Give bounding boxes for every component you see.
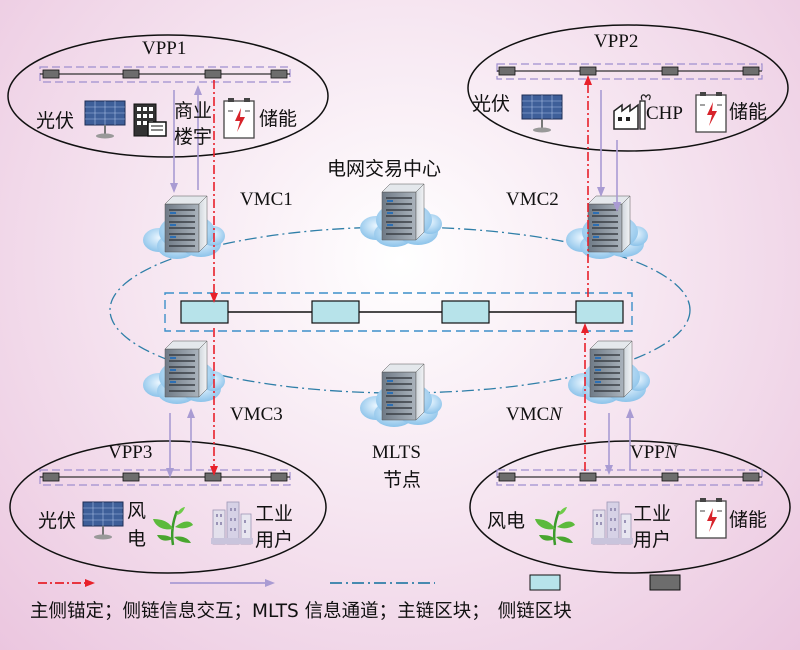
vpp2-pv-label: 光伏	[472, 93, 510, 115]
vpp1-boundary	[7, 34, 329, 158]
vppn-storage-label: 储能	[729, 509, 767, 531]
legend-side-chain-text: 侧链信息交互；	[123, 601, 253, 622]
vpp3-wind-label-2: 电	[127, 528, 146, 550]
vmcn-label: VMCN	[506, 404, 563, 425]
legend-anchor-text: 主侧锚定；	[30, 601, 123, 622]
mlts-node-label: 节点	[383, 469, 421, 491]
trading-center-server-icon	[359, 183, 443, 248]
vpp1-building-icon	[133, 103, 167, 137]
vpp1-commercial-label-1: 商业	[174, 100, 212, 122]
mlts-label: MLTS	[372, 442, 421, 463]
legend-mlts-text: MLTS 信息通道；	[252, 601, 397, 622]
vpp2-solar-icon	[521, 94, 563, 134]
legend-side-block-symbol	[649, 574, 681, 591]
trading-center-title: 电网交易中心	[327, 158, 441, 180]
vpp1-battery-icon	[223, 97, 255, 139]
vpp1-pv-label: 光伏	[36, 110, 74, 132]
vpp3-wind-icon	[151, 505, 195, 547]
main-block-3	[441, 300, 490, 324]
vpp2-battery-icon	[695, 91, 727, 133]
vpp3-industrial-label-2: 用户	[255, 529, 293, 551]
vpp3-wind-label-1: 风	[127, 500, 146, 522]
vpp3-solar-icon	[82, 501, 124, 541]
legend-main-block-symbol	[529, 574, 561, 591]
vmc3-server-icon	[142, 340, 226, 405]
vppn-industrial-label-2: 用户	[633, 529, 671, 551]
vmc2-server-icon	[565, 195, 649, 260]
vpp1-storage-label: 储能	[259, 108, 297, 130]
main-block-4	[575, 300, 624, 324]
side-chain-arrows	[166, 85, 634, 478]
vpp3-pv-label: 光伏	[38, 510, 76, 532]
vppn-battery-icon	[695, 497, 727, 539]
vpp1-side-chain	[39, 66, 291, 83]
vppn-title: VPPN	[630, 442, 679, 463]
vpp1-commercial-label-2: 楼宇	[174, 126, 212, 148]
main-block-2	[311, 300, 360, 324]
vpp2-chp-label: CHP	[646, 103, 683, 124]
vpp3-title: VPP3	[108, 442, 152, 463]
vppn-wind-label: 风电	[487, 510, 525, 532]
vpp2-title: VPP2	[594, 31, 638, 52]
legend-main-block-text: 主链区块；	[397, 601, 490, 622]
vpp3-industrial-label-1: 工业	[255, 503, 293, 525]
vpp2-chp-icon	[613, 94, 651, 130]
mlts-node-server-icon	[359, 363, 443, 428]
vpp2-side-chain	[496, 63, 763, 80]
vpp1-title: VPP1	[142, 38, 186, 59]
vmc1-server-icon	[142, 195, 226, 260]
main-block-1	[180, 300, 229, 324]
legend-text: 主侧锚定；侧链信息交互；MLTS 信息通道；主链区块； 侧链区块	[30, 601, 572, 622]
vpp3-boundary	[9, 440, 327, 574]
anchor-arrows	[210, 75, 592, 476]
vmc1-label: VMC1	[240, 189, 293, 210]
vmcn-server-icon	[567, 340, 651, 405]
vpp2-storage-label: 储能	[729, 101, 767, 123]
vpp2-boundary	[467, 24, 789, 152]
legend-side-block-text: 侧链区块	[498, 601, 572, 622]
vppn-industrial-label-1: 工业	[633, 503, 671, 525]
vpp1-solar-icon	[84, 100, 126, 140]
vmc3-label: VMC3	[230, 404, 283, 425]
vpp3-side-chain	[39, 469, 291, 486]
vppn-side-chain	[496, 469, 763, 486]
vpp3-factory-icon	[210, 501, 254, 545]
vppn-wind-icon	[533, 505, 577, 547]
legend-symbols	[38, 574, 681, 591]
vppn-factory-icon	[590, 501, 634, 545]
vmc2-label: VMC2	[506, 189, 559, 210]
